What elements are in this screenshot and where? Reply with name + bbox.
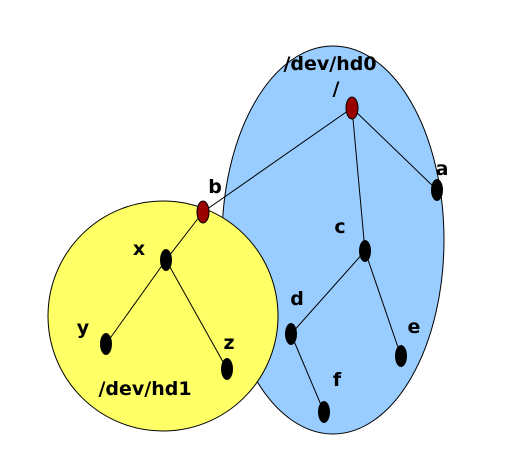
node-b-mount-point [196, 200, 210, 224]
node-label-a: a [436, 158, 449, 180]
node-label-b: b [208, 176, 222, 198]
node-label-root: / [333, 78, 340, 100]
region-hd1 [47, 200, 279, 432]
edge-c-e [364, 250, 402, 357]
edge-d-f [290, 333, 325, 413]
edges [105, 107, 438, 413]
edge-c-d [290, 250, 366, 335]
node-e [395, 345, 407, 367]
node-y [100, 333, 112, 355]
node-a [431, 179, 443, 201]
edge-root-a [351, 107, 438, 191]
edge-x-y [105, 259, 167, 345]
node-z [221, 358, 233, 380]
labels: /dev/hd0 /dev/hd1 / a b c d e f x y z [77, 53, 449, 400]
node-label-x: x [133, 238, 145, 260]
region-label-hd0: /dev/hd0 [283, 53, 376, 75]
node-label-e: e [408, 316, 421, 338]
node-f [318, 401, 330, 423]
node-label-d: d [290, 288, 304, 310]
node-label-c: c [334, 216, 345, 238]
node-label-f: f [333, 369, 342, 391]
nodes [100, 96, 443, 423]
node-label-y: y [77, 317, 90, 339]
region-label-hd1: /dev/hd1 [98, 378, 191, 400]
edge-root-b [202, 107, 353, 213]
node-root-mount-point [345, 96, 359, 120]
edge-x-z [165, 259, 228, 370]
node-d [285, 323, 297, 345]
node-x [160, 249, 172, 271]
node-c [359, 240, 371, 262]
edge-root-c [351, 107, 366, 252]
edge-b-x [165, 211, 204, 261]
node-label-z: z [223, 332, 234, 354]
